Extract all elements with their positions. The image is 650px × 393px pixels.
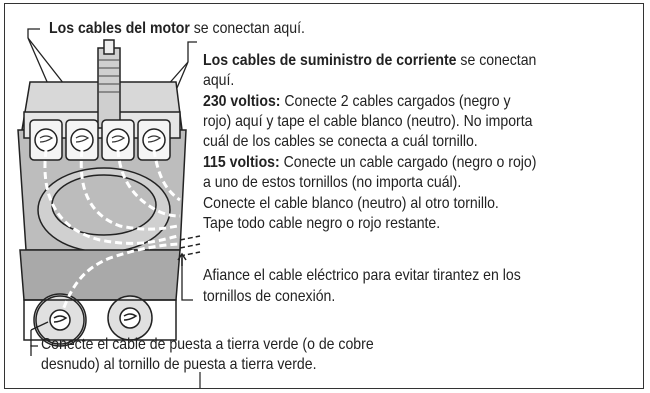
v230-line3: cuál de los cables se conecta a cuál tor… [203,133,478,150]
ground-screw [35,295,141,345]
v230-line2: rojo) aquí y tape el cable blanco (neutr… [203,113,533,130]
ground-line2: desnudo) al tornillo de puesta a tierra … [41,356,317,373]
ground-line1: Conecte el cable de puesta a tierra verd… [41,336,374,353]
motor-leader-bracket [27,28,40,38]
cable-exit [177,235,201,266]
strain-leader-bracket [181,258,193,301]
v115-line3: Conecte el cable blanco (neutro) al otro… [203,195,499,212]
motor-callout-bold: Los cables del motor [49,20,190,37]
v115-line4: Tape todo cable negro o rojo restante. [203,215,441,232]
v230-line1: 230 voltios: Conecte 2 cables cargados (… [203,92,511,112]
motor-callout-rest: se conectan aquí. [189,20,305,37]
v115-line1: 115 voltios: Conecte un cable cargado (n… [203,153,536,173]
v230-line1-rest: Conecte 2 cables cargados (negro y [280,93,511,110]
v115-bold: 115 voltios: [203,154,280,171]
supply-leader-bracket [187,41,197,62]
supply-callout-line2: aquí. [203,72,235,89]
v115-line1-rest: Conecte un cable cargado (negro o rojo) [279,154,537,171]
strain-line1: Afiance el cable eléctrico para evitar t… [203,267,521,284]
switch-body [17,39,187,347]
supply-callout-rest: se conectan [456,52,537,69]
v230-bold: 230 voltios: [203,93,281,110]
v115-line2: a uno de estos tornillos (no importa cuá… [203,174,462,191]
wire-paths [43,149,185,319]
strain-line2: tornillos de conexión. [203,288,336,305]
motor-callout: Los cables del motor se conectan aquí. [49,19,305,39]
supply-callout-bold: Los cables de suministro de corriente [203,52,457,69]
supply-callout-line1: Los cables de suministro de corriente se… [203,51,536,71]
